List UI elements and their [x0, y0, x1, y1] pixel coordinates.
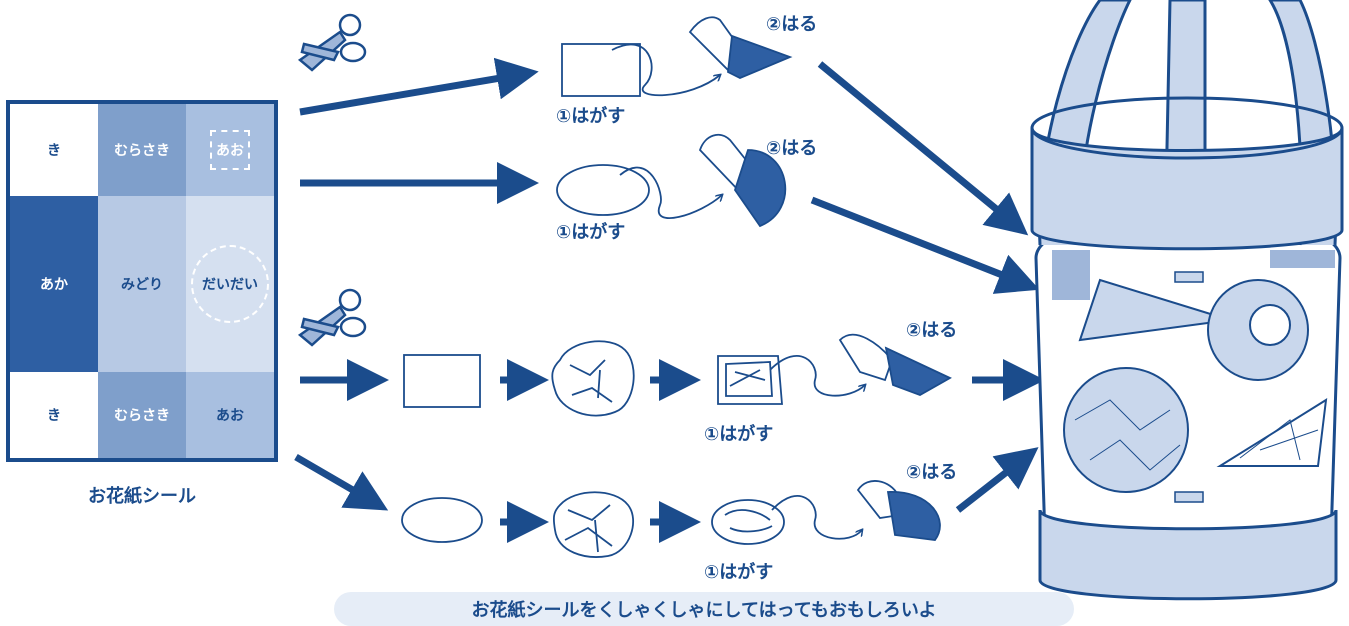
sheet-cell-purple-top: むらさき — [98, 104, 186, 196]
row1-peel-rect — [561, 16, 793, 97]
lantern — [1030, 0, 1344, 601]
row2-peel-oval — [556, 133, 787, 228]
sheet-cell-orange: だいだい — [186, 196, 274, 372]
row4-steps — [401, 480, 941, 558]
arrow-to-lantern-1 — [817, 61, 1029, 236]
sheet-cell-green: みどり — [98, 196, 186, 372]
footer-tip: お花紙シールをくしゃくしゃにしてはってもおもしろいよ — [334, 592, 1074, 626]
sticker-sheet: き むらさき あお あか みどり だいだい き むらさき あお — [6, 100, 278, 462]
sheet-cell-blue-top: あお — [186, 104, 274, 196]
peel-label-row1: ①はがす — [556, 106, 626, 127]
sheet-cell-purple-bottom: むらさき — [98, 372, 186, 458]
sheet-cell-yellow-bottom: き — [10, 372, 98, 458]
sheet-cell-blue-top-label: あお — [210, 130, 250, 170]
peel-label-row4: ①はがす — [704, 562, 774, 583]
stick-label-row3: ②はる — [906, 320, 958, 341]
sheet-cell-blue-bottom: あお — [186, 372, 274, 458]
scissors-icon-bottom — [297, 288, 367, 347]
sheet-cell-yellow-top: き — [10, 104, 98, 196]
stick-label-row2: ②はる — [766, 138, 818, 159]
arrow-sheet-to-rect — [299, 57, 539, 116]
stick-label-row4: ②はる — [906, 462, 958, 483]
arrow-to-lantern-2 — [810, 196, 1040, 294]
stick-label-row1: ②はる — [766, 14, 818, 35]
peel-label-row3: ①はがす — [704, 424, 774, 445]
sheet-cell-red: あか — [10, 196, 98, 372]
sheet-cell-orange-label: だいだい — [191, 245, 269, 323]
arrow-to-lantern-4 — [955, 447, 1039, 513]
sheet-label: お花紙シール — [88, 486, 196, 507]
arrow-sheet-to-oval-2 — [294, 453, 389, 511]
scissors-icon-top — [297, 13, 367, 72]
row3-steps — [403, 333, 952, 417]
peel-label-row2: ①はがす — [556, 222, 626, 243]
